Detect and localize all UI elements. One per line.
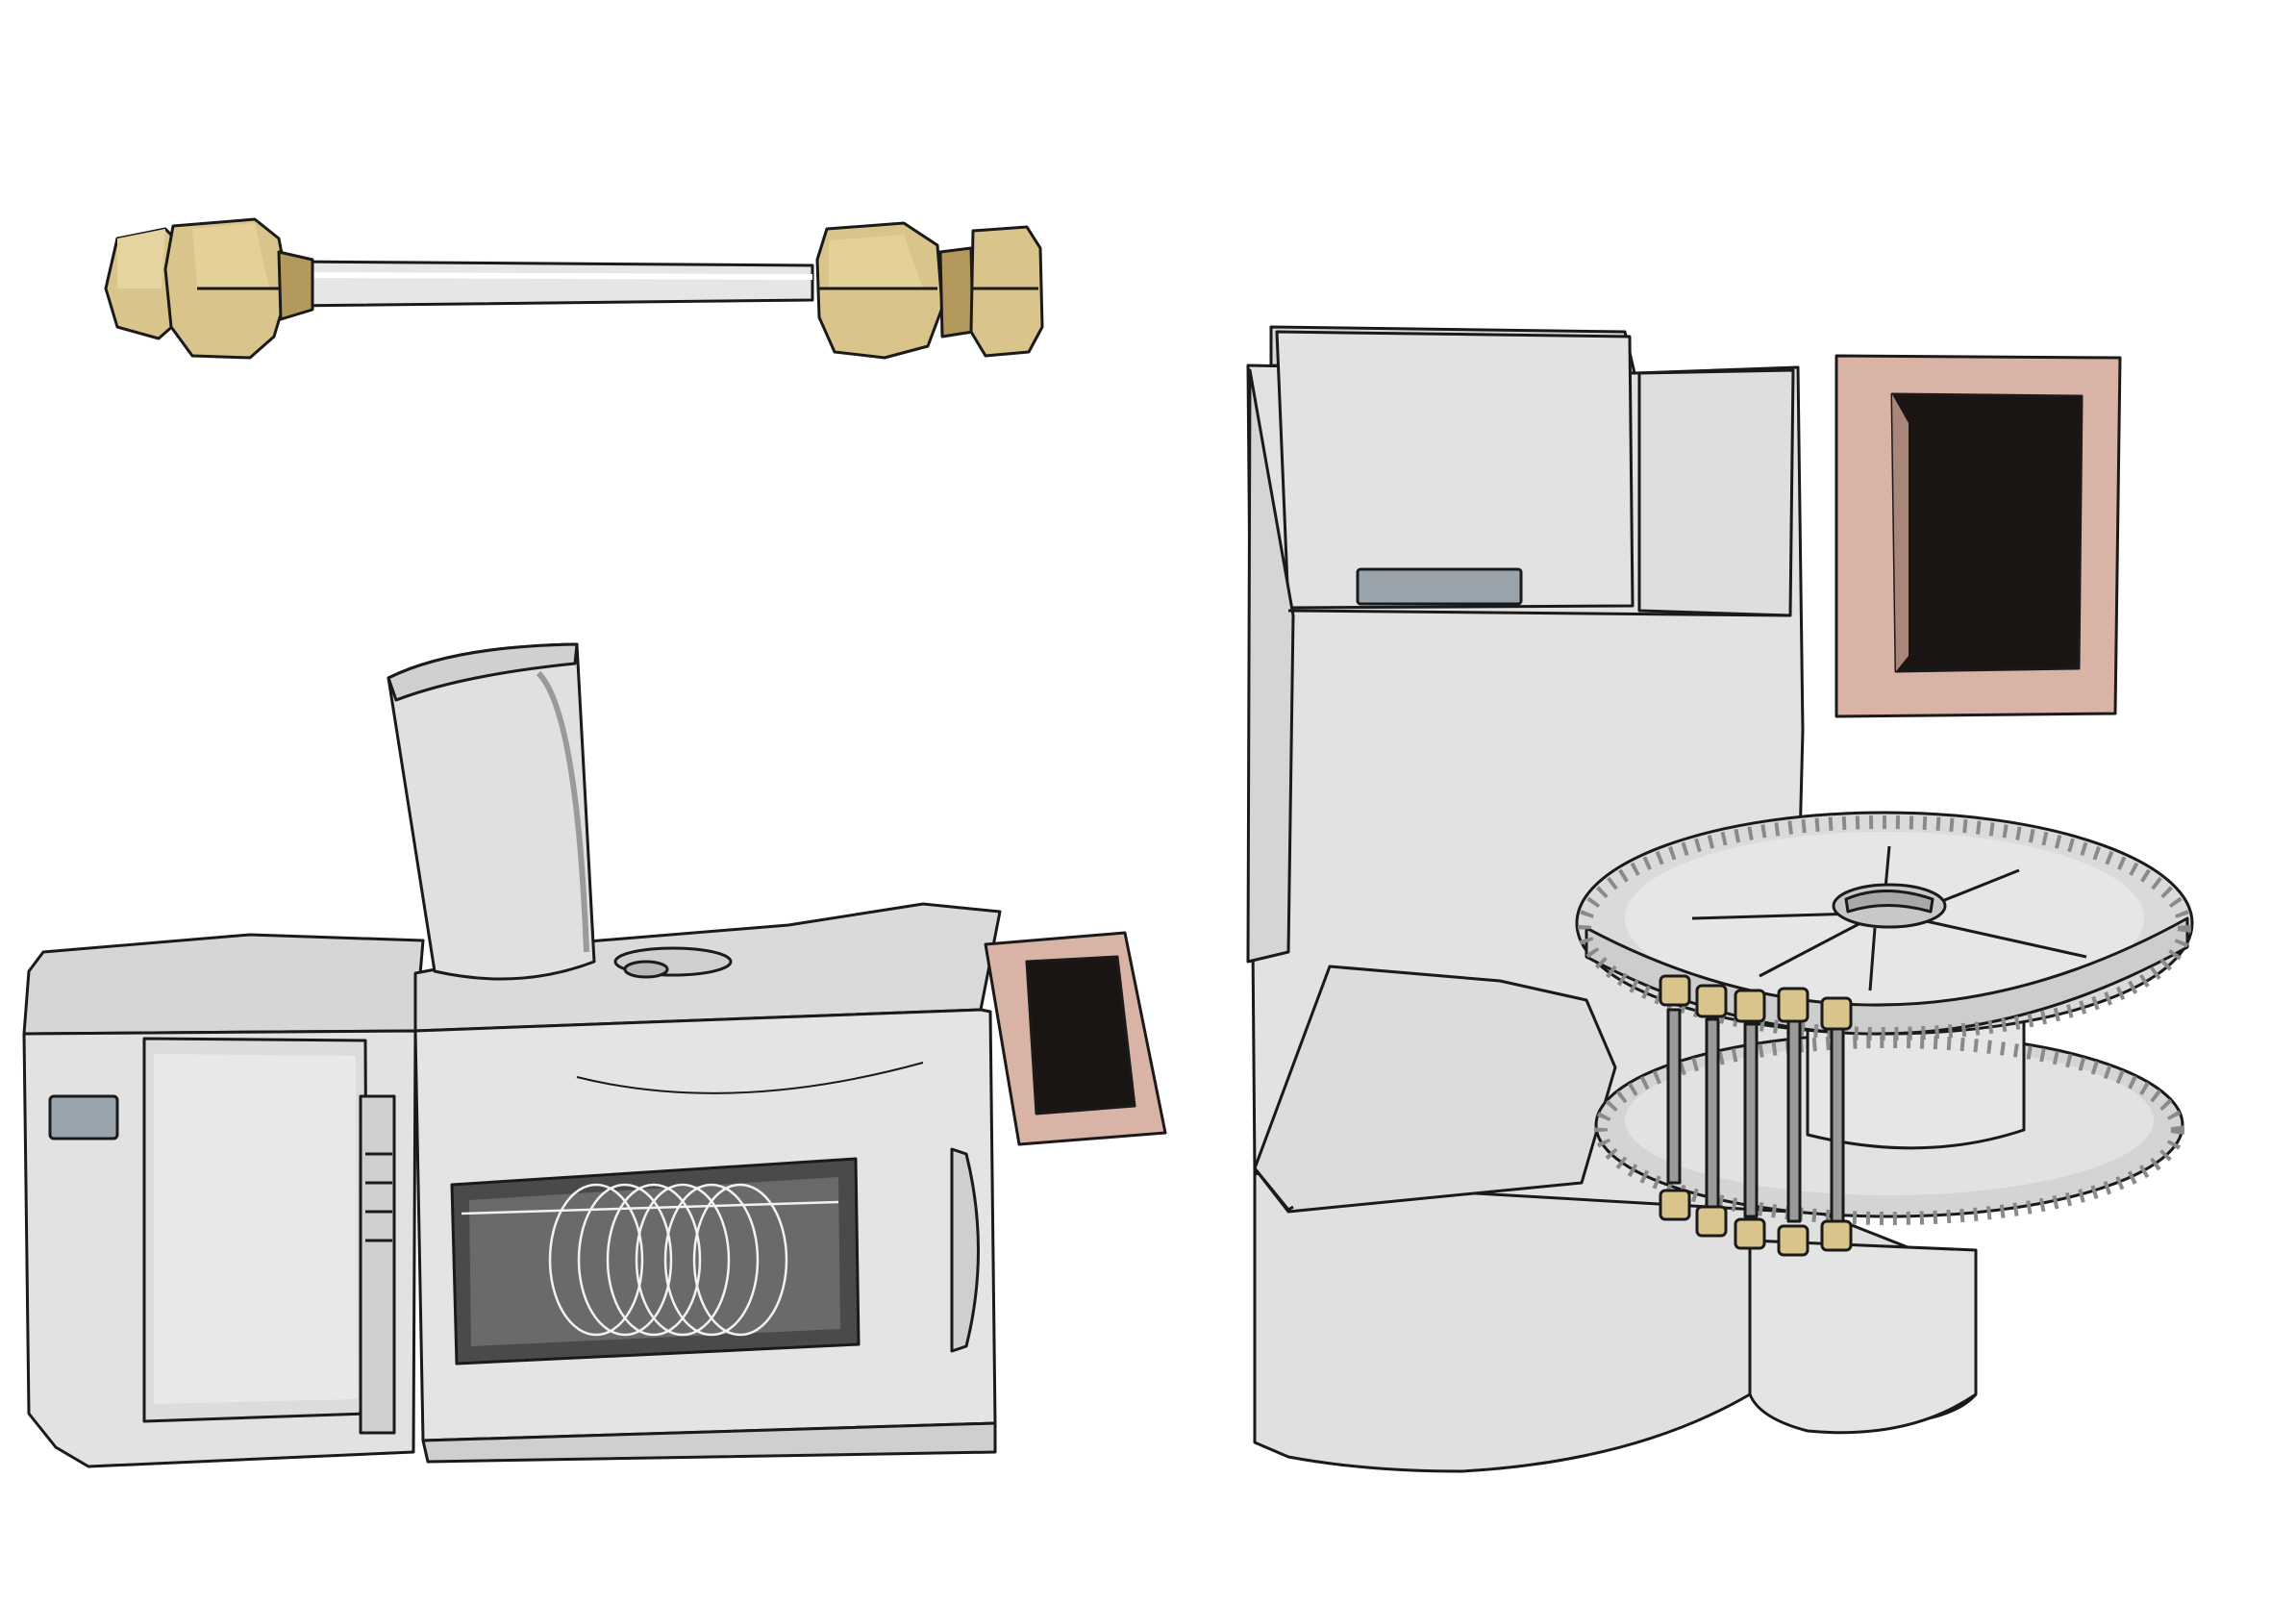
gas-chromatograph bbox=[22, 642, 1167, 1468]
left-label-plate bbox=[48, 1094, 119, 1140]
sampler-display-screen bbox=[1890, 392, 2084, 673]
upper-door bbox=[1275, 330, 1635, 610]
column-fitting-assembly bbox=[104, 217, 1044, 360]
vial-caps-bottom bbox=[1659, 1189, 1853, 1257]
base-front-cylinder bbox=[1748, 1239, 1978, 1435]
right-outer-nut bbox=[969, 225, 1044, 358]
detector-tower bbox=[387, 642, 596, 981]
left-module-top bbox=[22, 933, 425, 1036]
vial-rack bbox=[1659, 974, 1853, 1257]
autosampler-instrument bbox=[1246, 325, 2194, 1473]
vial-caps-top bbox=[1659, 974, 1853, 1031]
vial-slot-ring-upper bbox=[1578, 815, 2191, 1040]
column-coil bbox=[461, 1183, 839, 1337]
gc-display-screen bbox=[1025, 955, 1136, 1115]
glass-tube bbox=[287, 260, 814, 308]
tower-label-plate bbox=[1356, 567, 1523, 606]
